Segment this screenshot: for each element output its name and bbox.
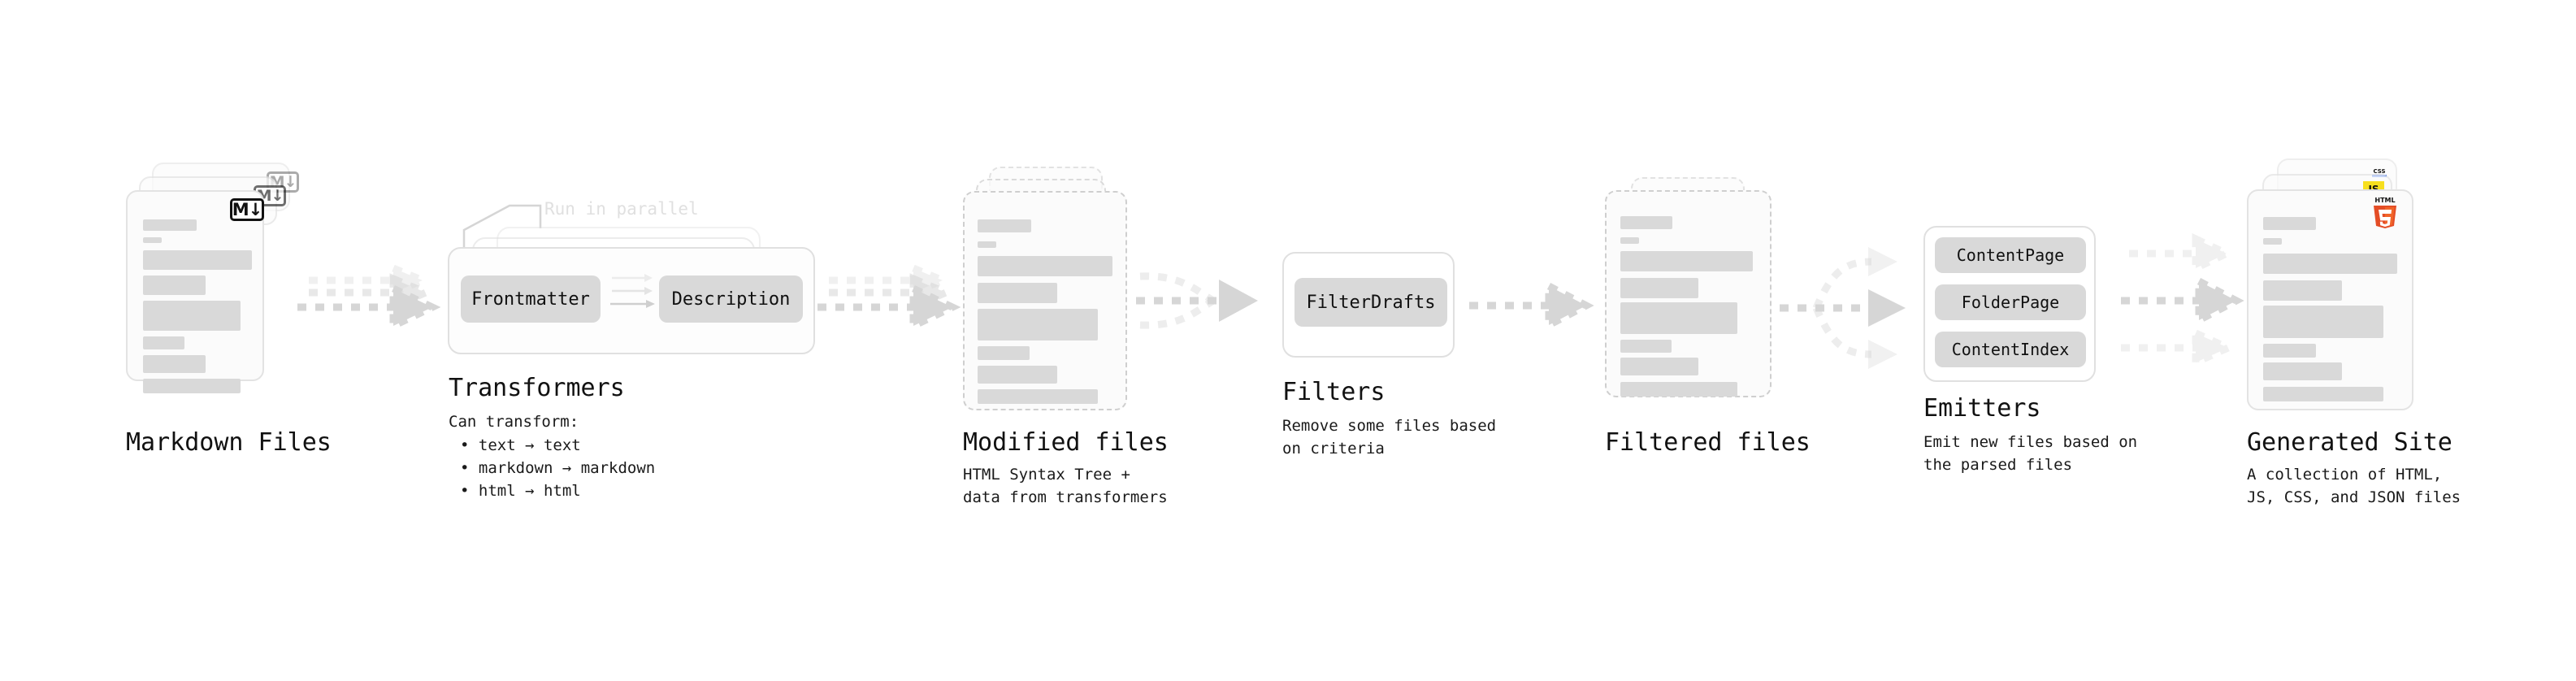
skeleton-bar [978,241,996,248]
skeleton-bar [1620,278,1698,298]
skeleton-bar [1620,302,1737,334]
arrow-transformers-to-modified [817,262,961,332]
skeleton-bar [2263,344,2316,358]
run-in-parallel-label: Run in parallel [544,199,699,219]
svg-text:HTML: HTML [2374,197,2395,204]
skeleton-bar [2263,387,2383,401]
skeleton-bar [1620,358,1698,375]
skeleton-bar [1620,340,1672,353]
skeleton-bar [143,336,184,349]
emitters-pill-contentindex[interactable]: ContentIndex [1935,332,2086,367]
transformers-bullet-0: • text → text [460,436,581,454]
markdown-badge-front: M↓ [230,198,264,221]
skeleton-bar [143,250,252,270]
skeleton-bar [143,275,206,295]
transformers-bullet-1: • markdown → markdown [460,459,656,477]
skeleton-bar [978,346,1030,360]
skeleton-bar [978,309,1098,340]
emitters-subtitle: Emit new files based on the parsed files [1923,433,2138,474]
transformers-subtitle: Can transform: [449,413,579,431]
transformer-inner-arrows [610,274,655,308]
generated-site-subtitle: A collection of HTML, JS, CSS, and JSON … [2247,466,2461,506]
arrow-filters-to-filtered [1469,280,1594,332]
filters-title: Filters [1282,378,1386,406]
skeleton-bar [2263,238,2282,245]
arrow-emitters-to-site [2121,232,2244,368]
skeleton-bar [1620,382,1737,397]
arrow-filtered-to-emitters [1780,247,1906,369]
skeleton-bar [1620,237,1639,244]
skeleton-bar [2263,217,2316,230]
skeleton-bar [1620,251,1753,271]
modified-files-title: Modified files [963,428,1169,457]
skeleton-bar [1620,216,1672,229]
markdown-files-title: Markdown Files [126,428,332,457]
svg-text:CSS: CSS [2373,168,2385,175]
skeleton-bar [143,379,241,393]
skeleton-bar [978,219,1031,232]
emitters-pill-contentpage[interactable]: ContentPage [1935,237,2086,273]
transformer-pill-description[interactable]: Description [659,275,803,323]
filtered-files-title: Filtered files [1605,428,1811,457]
generated-site-title: Generated Site [2247,428,2452,457]
skeleton-bar [2263,362,2342,380]
skeleton-bar [978,256,1112,276]
transformers-title: Transformers [449,374,625,402]
arrow-modified-to-filters [1136,272,1258,329]
skeleton-bar [143,219,197,231]
run-in-parallel-bracket [462,204,542,256]
skeleton-bar [143,301,241,331]
skeleton-bar [978,283,1057,303]
skeleton-bar [2263,280,2342,301]
modified-files-subtitle: HTML Syntax Tree + data from transformer… [963,466,1168,506]
skeleton-bar [978,389,1098,404]
arrow-markdown-to-transformers [297,262,441,332]
skeleton-bar [978,366,1057,384]
skeleton-bar [2263,306,2383,338]
skeleton-bar [143,355,206,373]
skeleton-bar [143,237,162,243]
transformer-pill-frontmatter[interactable]: Frontmatter [461,275,601,323]
filters-subtitle: Remove some files based on criteria [1282,417,1497,458]
emitters-title: Emitters [1923,394,2041,423]
markdown-badge-front-text: M↓ [232,200,262,219]
skeleton-bar [2263,254,2397,274]
transformers-bullet-2: • html → html [460,482,581,500]
filters-pill-filterdrafts[interactable]: FilterDrafts [1295,278,1447,327]
emitters-pill-folderpage[interactable]: FolderPage [1935,284,2086,320]
html5-badge-icon: HTML [2374,197,2396,228]
